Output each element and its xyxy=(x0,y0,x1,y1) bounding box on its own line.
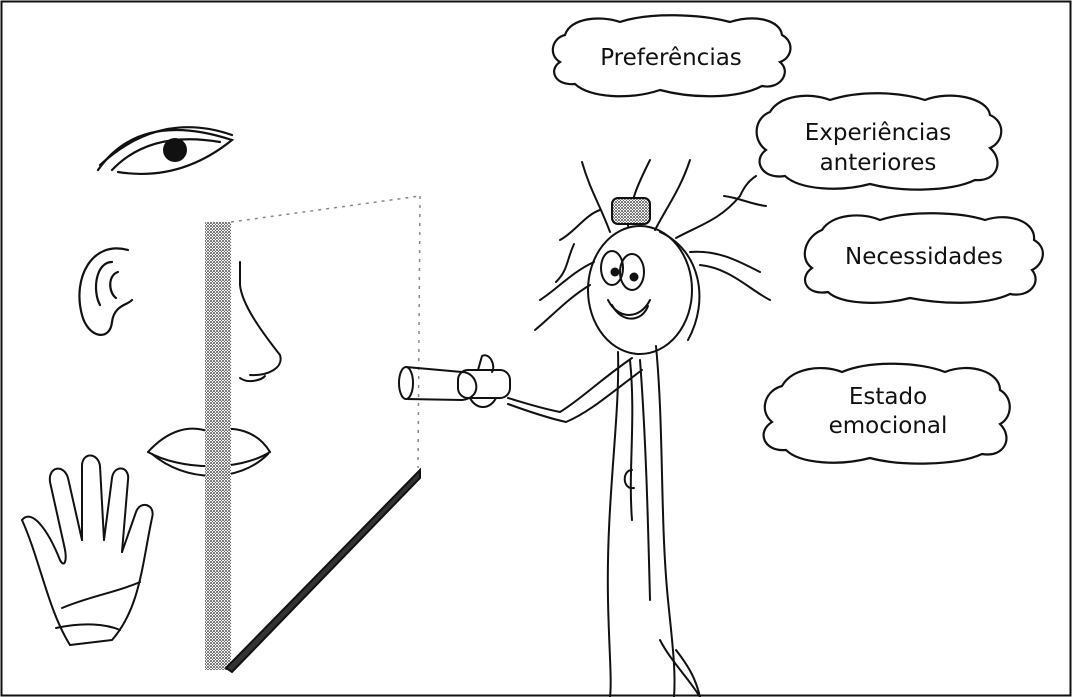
cloud-label-preferencias: Preferências xyxy=(600,45,742,71)
eye-icon xyxy=(98,127,232,174)
character-head-icon xyxy=(508,160,770,697)
nose-icon xyxy=(240,262,281,381)
cloud-label-estado-line1: Estado xyxy=(849,384,927,410)
thought-cloud-necessidades: Necessidades xyxy=(805,213,1043,303)
hand-icon xyxy=(22,456,153,646)
flashlight-icon xyxy=(399,355,510,407)
perception-panel xyxy=(205,196,420,672)
thought-cloud-preferencias: Preferências xyxy=(553,15,791,96)
cloud-label-experiencias-line2: anteriores xyxy=(820,150,937,176)
cloud-label-estado-line2: emocional xyxy=(829,413,948,439)
cloud-label-experiencias-line1: Experiências xyxy=(805,120,952,146)
cloud-label-necessidades: Necessidades xyxy=(845,244,1003,270)
ear-icon xyxy=(79,248,132,335)
thought-cloud-experiencias: Experiências anteriores xyxy=(757,93,1002,189)
panel-shaded-edge xyxy=(205,222,231,670)
panel-bottom-edge xyxy=(226,470,420,672)
thought-cloud-estado-emocional: Estado emocional xyxy=(764,364,1010,464)
